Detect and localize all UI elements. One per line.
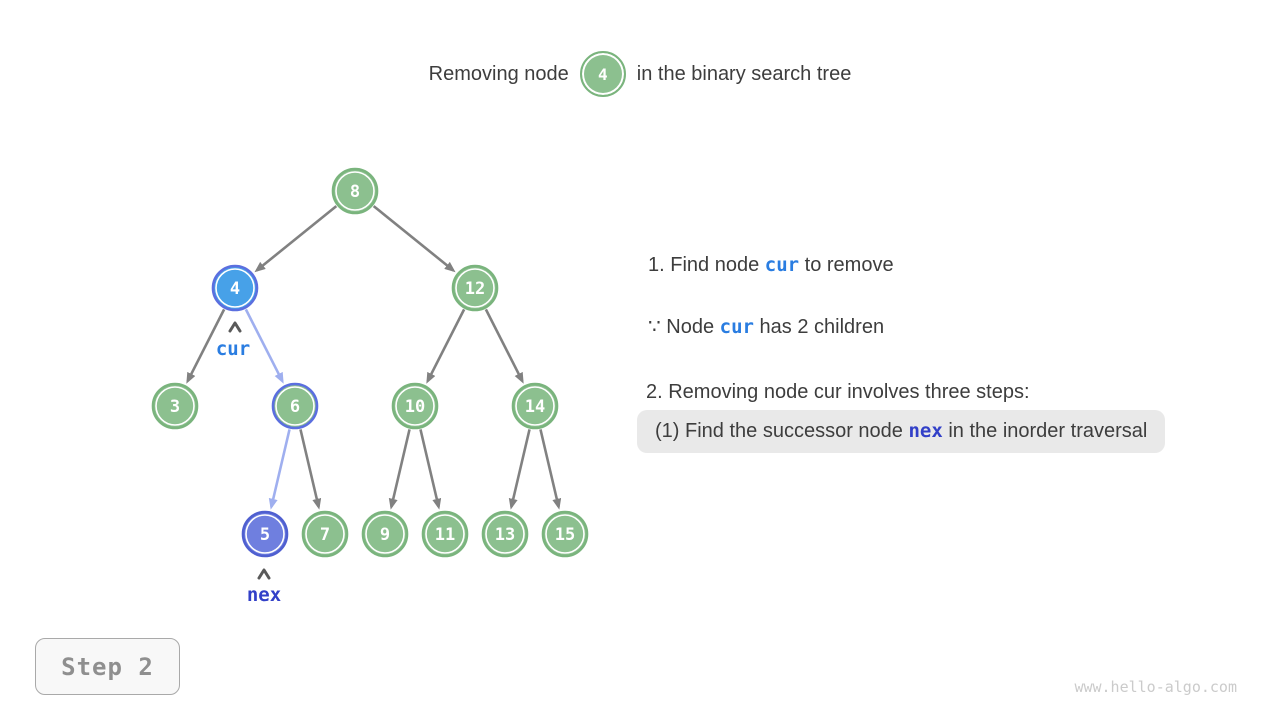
pointer-label-cur: cur bbox=[216, 338, 250, 360]
edge-6-to-7 bbox=[299, 429, 322, 510]
keyword-nex: nex bbox=[908, 420, 943, 442]
pointer-label-nex: nex bbox=[247, 584, 281, 606]
tree-node-12: 12 bbox=[451, 264, 499, 312]
edge-6-to-5 bbox=[268, 429, 291, 510]
tree-node-13: 13 bbox=[481, 510, 529, 558]
edge-4-to-6 bbox=[244, 308, 284, 384]
note-text: in the inorder traversal bbox=[942, 420, 1148, 442]
step-badge: Step 2 bbox=[35, 638, 180, 695]
tree-node-value: 8 bbox=[350, 182, 360, 202]
pointer-cur: cur bbox=[216, 321, 250, 360]
tree-node-8: 8 bbox=[331, 167, 379, 215]
title-node-value: 4 bbox=[597, 64, 608, 84]
tree-node-3: 3 bbox=[151, 382, 199, 430]
tree-node-value: 6 bbox=[290, 397, 300, 417]
edge-8-to-4 bbox=[254, 205, 338, 273]
tree-node-value: 4 bbox=[230, 279, 240, 299]
edge-10-to-11 bbox=[419, 429, 442, 510]
tree-node-6: 6 bbox=[271, 382, 319, 430]
title-suffix: in the binary search tree bbox=[636, 62, 852, 85]
tree-node-value: 9 bbox=[380, 525, 390, 545]
watermark: www.hello-algo.com bbox=[1074, 678, 1237, 696]
edge-10-to-9 bbox=[388, 429, 411, 510]
edge-12-to-10 bbox=[426, 308, 466, 384]
note-text: has 2 children bbox=[753, 316, 885, 338]
tree-node-11: 11 bbox=[421, 510, 469, 558]
edge-14-to-15 bbox=[539, 429, 562, 510]
tree-node-10: 10 bbox=[391, 382, 439, 430]
tree-node-value: 12 bbox=[465, 279, 485, 299]
note-text: (1) Find the successor node bbox=[655, 420, 909, 442]
title-node-circle: 4 bbox=[579, 51, 626, 97]
tree-node-15: 15 bbox=[541, 510, 589, 558]
note-text: to remove bbox=[799, 254, 894, 276]
tree-node-value: 14 bbox=[525, 397, 545, 417]
note-find-cur: 1. Find node cur to remove bbox=[648, 252, 894, 278]
note-three-steps: 2. Removing node cur involves three step… bbox=[646, 379, 1030, 405]
edge-8-to-12 bbox=[372, 205, 456, 273]
edge-14-to-13 bbox=[508, 429, 531, 510]
tree-node-4: 4 bbox=[211, 264, 259, 312]
note-text: 2. Removing node cur involves three step… bbox=[646, 381, 1030, 403]
tree-node-value: 5 bbox=[260, 525, 270, 545]
tree-node-value: 3 bbox=[170, 397, 180, 417]
tree-node-14: 14 bbox=[511, 382, 559, 430]
pointer-nex: nex bbox=[247, 568, 281, 606]
tree-node-value: 13 bbox=[495, 525, 515, 545]
note-text: ∵ Node bbox=[648, 316, 720, 338]
note-successor: (1) Find the successor node nex in the i… bbox=[637, 410, 1166, 453]
tree-node-9: 9 bbox=[361, 510, 409, 558]
note-text: 1. Find node bbox=[648, 254, 765, 276]
tree-node-value: 11 bbox=[435, 525, 455, 545]
edge-4-to-3 bbox=[186, 308, 226, 384]
tree-node-5: 5 bbox=[241, 510, 289, 558]
tree-node-value: 10 bbox=[405, 397, 425, 417]
tree-node-value: 15 bbox=[555, 525, 575, 545]
tree-node-7: 7 bbox=[301, 510, 349, 558]
title-prefix: Removing node bbox=[428, 62, 569, 85]
note-two-children: ∵ Node cur has 2 children bbox=[648, 314, 884, 340]
page-title: Removing node 4 in the binary search tre… bbox=[0, 48, 1280, 100]
caret-up-icon bbox=[257, 568, 271, 580]
edge-12-to-14 bbox=[484, 308, 524, 384]
caret-up-icon bbox=[228, 321, 242, 333]
keyword-cur: cur bbox=[764, 254, 800, 276]
tree-node-value: 7 bbox=[320, 525, 330, 545]
keyword-cur: cur bbox=[719, 316, 754, 338]
